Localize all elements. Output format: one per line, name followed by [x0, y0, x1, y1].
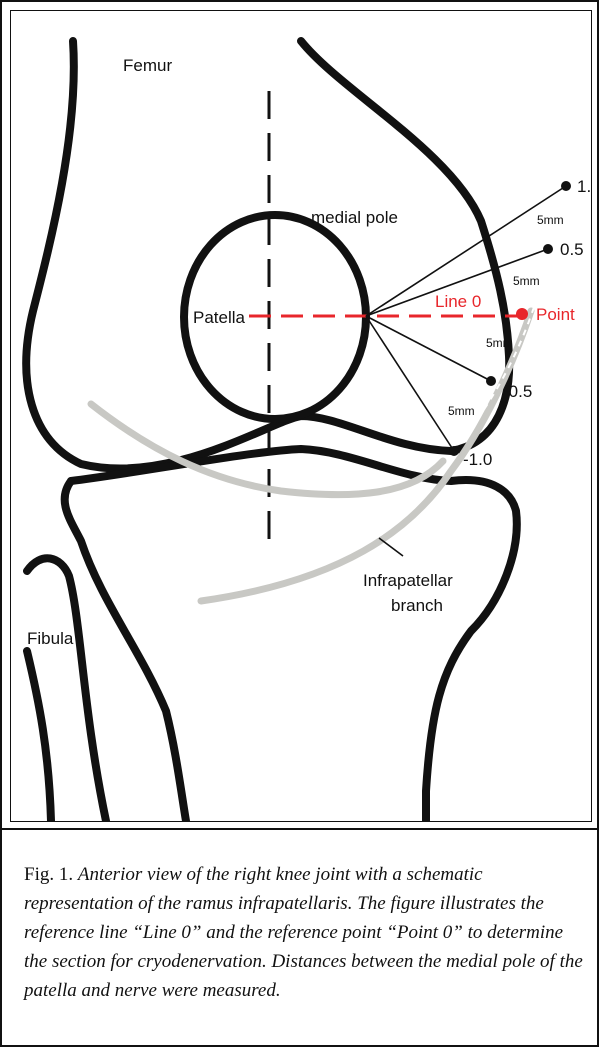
point-0-label: Point [536, 305, 575, 324]
distance-label-4: 5mm [448, 404, 475, 418]
point-marker-m10 [449, 446, 459, 456]
fibula-inner-edge [27, 651, 51, 821]
nerve-pointer [379, 538, 403, 556]
mark-label-top: 1. [577, 177, 591, 196]
distance-label-2: 5mm [513, 274, 540, 288]
fibula-label: Fibula [27, 629, 74, 648]
point-0-marker [516, 308, 528, 320]
knee-diagram-panel: Femur Patella medial pole Fibula Infrapa… [10, 10, 592, 822]
femur-label: Femur [123, 56, 172, 75]
knee-diagram: Femur Patella medial pole Fibula Infrapa… [11, 11, 591, 821]
point-marker-m05 [486, 376, 496, 386]
caption-divider [2, 828, 597, 830]
tibia-outline [71, 449, 517, 821]
nerve-label-line1: Infrapatellar [363, 571, 453, 590]
figure-caption: Fig. 1. Anterior view of the right knee … [24, 860, 584, 1005]
mark-label-05: 0.5 [560, 240, 584, 259]
nerve-label-line2: branch [391, 596, 443, 615]
caption-label: Fig. 1. [24, 864, 73, 885]
point-marker-1 [561, 181, 571, 191]
line-0-label: Line 0 [435, 292, 481, 311]
distance-label-1: 5mm [537, 213, 564, 227]
point-marker-05 [543, 244, 553, 254]
caption-text: Anterior view of the right knee joint wi… [24, 864, 583, 1001]
mark-label-m10: -1.0 [463, 450, 492, 469]
distance-label-3: 5mm [486, 336, 513, 350]
medial-pole-label: medial pole [311, 208, 398, 227]
patella-label: Patella [193, 308, 246, 327]
mark-label-m05: -0.5 [503, 382, 532, 401]
